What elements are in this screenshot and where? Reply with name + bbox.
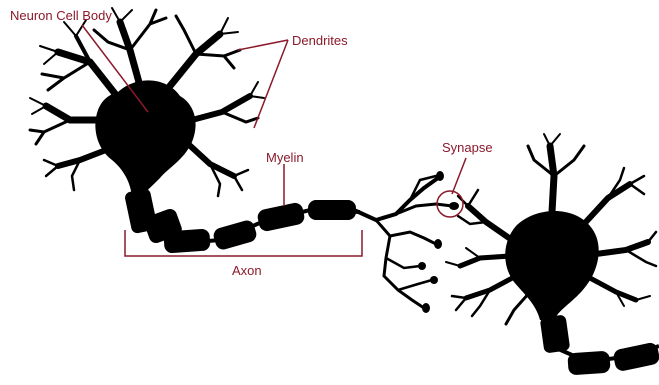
synapse-pointer — [452, 158, 466, 194]
myelin-label: Myelin — [266, 150, 304, 165]
dendrites-pointer-lower — [254, 40, 288, 128]
cell-body-label: Neuron Cell Body — [10, 8, 112, 23]
right-myelin — [540, 314, 659, 375]
dendrites-label: Dendrites — [292, 33, 348, 48]
axon-label: Axon — [232, 263, 262, 278]
dendrites-pointer-upper — [238, 40, 288, 50]
synapse-label: Synapse — [442, 140, 493, 155]
myelin-sheath — [124, 188, 356, 254]
right-neuron — [446, 134, 659, 375]
